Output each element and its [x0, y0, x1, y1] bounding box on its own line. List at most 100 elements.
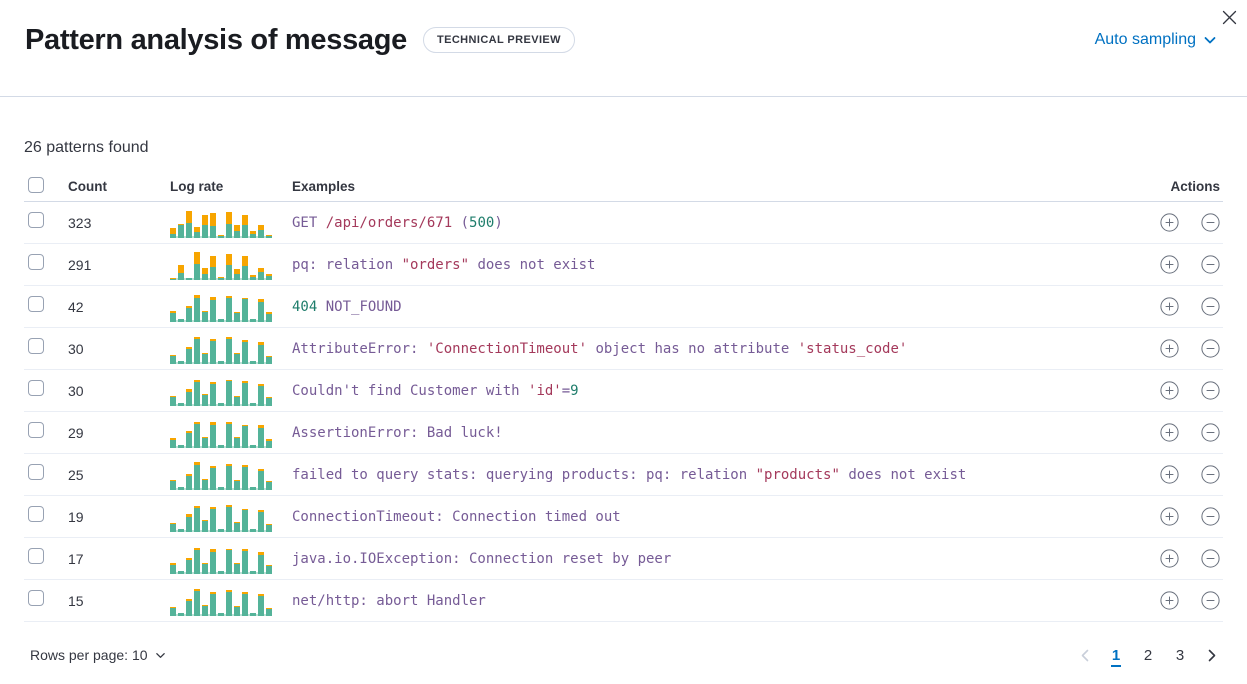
row-actions	[1127, 423, 1223, 443]
bar-orange-segment	[234, 521, 240, 523]
row-checkbox[interactable]	[28, 422, 44, 438]
sparkline-bar	[234, 479, 240, 490]
bar-orange-segment	[170, 277, 176, 279]
filter-in-button[interactable]	[1159, 423, 1179, 443]
filter-out-button[interactable]	[1200, 591, 1220, 611]
minus-circle-icon	[1200, 591, 1220, 610]
sampling-dropdown[interactable]: Auto sampling	[1089, 30, 1223, 50]
bar-orange-segment	[242, 508, 248, 510]
bar-green-segment	[226, 380, 232, 406]
bar-orange-segment	[242, 255, 248, 266]
sparkline-bar	[170, 522, 176, 532]
bar-orange-segment	[170, 437, 176, 440]
sparkline-bar	[226, 589, 232, 616]
next-page-button[interactable]	[1199, 643, 1223, 667]
bar-orange-segment	[202, 519, 208, 521]
bar-orange-segment	[202, 214, 208, 225]
filter-out-button[interactable]	[1200, 549, 1220, 569]
sparkline-bar	[170, 277, 176, 280]
filter-out-button[interactable]	[1200, 339, 1220, 359]
log-rate-sparkline	[170, 376, 272, 406]
sparkline-bar	[234, 224, 240, 238]
log-rate-sparkline	[170, 418, 272, 448]
filter-out-button[interactable]	[1200, 507, 1220, 527]
log-rate-cell	[170, 460, 292, 490]
bar-orange-segment	[210, 338, 216, 341]
sparkline-bar	[226, 548, 232, 574]
bar-orange-segment	[258, 593, 264, 596]
bar-green-segment	[186, 516, 192, 532]
bar-green-segment	[242, 593, 248, 616]
row-checkbox[interactable]	[28, 464, 44, 480]
select-all-checkbox[interactable]	[28, 176, 44, 193]
example-segment: java.io.IOException: Connection reset by…	[292, 550, 672, 567]
row-checkbox[interactable]	[28, 212, 44, 228]
row-checkbox[interactable]	[28, 506, 44, 522]
bar-green-segment	[266, 397, 272, 406]
page-number-label: 1	[1110, 646, 1122, 667]
bar-green-segment	[194, 464, 200, 490]
sparkline-bar	[170, 395, 176, 406]
row-checkbox[interactable]	[28, 296, 44, 312]
filter-out-button[interactable]	[1200, 423, 1220, 443]
bar-green-segment	[258, 385, 264, 406]
filter-in-button[interactable]	[1159, 297, 1179, 317]
filter-in-button[interactable]	[1159, 549, 1179, 569]
row-checkbox[interactable]	[28, 380, 44, 396]
bar-green-segment	[194, 423, 200, 448]
filter-in-button[interactable]	[1159, 213, 1179, 233]
filter-in-button[interactable]	[1159, 465, 1179, 485]
bar-green-segment	[186, 432, 192, 448]
rows-per-page-selector[interactable]: Rows per page: 10	[24, 646, 172, 664]
plus-circle-icon	[1159, 591, 1179, 610]
bar-orange-segment	[226, 211, 232, 224]
bar-green-segment	[266, 235, 272, 238]
page-number-button[interactable]: 2	[1135, 644, 1161, 667]
sparkline-bar	[234, 311, 240, 322]
page-number-button[interactable]: 3	[1167, 644, 1193, 667]
bar-green-segment	[266, 275, 272, 280]
minus-circle-icon	[1200, 255, 1220, 274]
filter-out-button[interactable]	[1200, 465, 1220, 485]
example-text: failed to query stats: querying products…	[292, 467, 1127, 483]
filter-in-button[interactable]	[1159, 381, 1179, 401]
sparkline-bar	[186, 305, 192, 322]
bar-green-segment	[234, 437, 240, 448]
filter-out-button[interactable]	[1200, 297, 1220, 317]
bar-orange-segment	[266, 480, 272, 482]
filter-in-button[interactable]	[1159, 255, 1179, 275]
plus-circle-icon	[1159, 507, 1179, 526]
page-number-button[interactable]: 1	[1103, 644, 1129, 667]
bar-orange-segment	[242, 591, 248, 594]
sparkline-bar	[178, 360, 184, 364]
filter-out-button[interactable]	[1200, 255, 1220, 275]
row-checkbox[interactable]	[28, 590, 44, 606]
close-button[interactable]	[1216, 4, 1242, 30]
bar-green-segment	[242, 224, 248, 238]
example-text: Couldn't find Customer with 'id'=9	[292, 383, 1127, 399]
filter-in-button[interactable]	[1159, 339, 1179, 359]
row-checkbox[interactable]	[28, 548, 44, 564]
bar-green-segment	[234, 480, 240, 490]
filter-out-button[interactable]	[1200, 381, 1220, 401]
sparkline-bar	[218, 486, 224, 490]
count-value: 29	[68, 424, 84, 441]
row-checkbox[interactable]	[28, 254, 44, 270]
sparkline-bar	[202, 604, 208, 616]
filter-in-button[interactable]	[1159, 507, 1179, 527]
example-text: ConnectionTimeout: Connection timed out	[292, 509, 1127, 525]
filter-out-button[interactable]	[1200, 213, 1220, 233]
bar-orange-segment	[210, 465, 216, 468]
bar-orange-segment	[186, 473, 192, 476]
sparkline-bar	[178, 486, 184, 490]
bar-green-segment	[226, 465, 232, 490]
previous-page-button[interactable]	[1073, 643, 1097, 667]
bar-orange-segment	[234, 224, 240, 231]
checkbox-cell	[24, 254, 68, 275]
filter-in-button[interactable]	[1159, 591, 1179, 611]
row-checkbox[interactable]	[28, 338, 44, 354]
sparkline-bar	[178, 264, 184, 280]
sparkline-bar	[186, 557, 192, 574]
